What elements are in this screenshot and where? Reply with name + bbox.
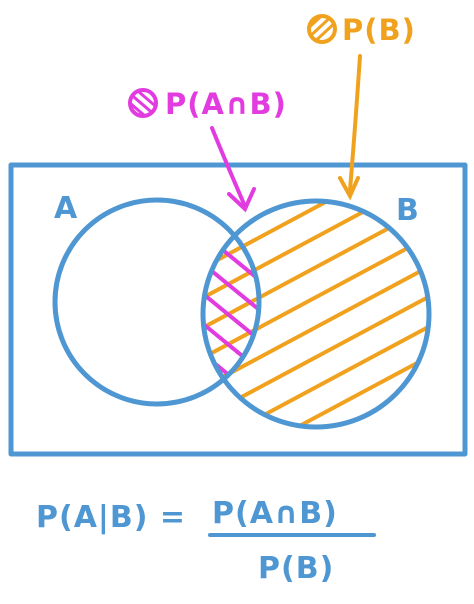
magenta-hatched-circle-icon [128,88,158,118]
p-b-arrow [338,54,362,201]
p-b-label: P(B) [342,13,416,47]
set-b-label: B [396,193,420,228]
set-a-label: A [54,191,78,226]
set-b-circle [200,198,432,430]
formula-lhs: P(A|B) = [36,500,186,535]
universe-rectangle [8,162,468,457]
orange-hatched-circle-icon [307,14,337,44]
p-a-and-b-arrow [210,126,256,213]
set-a-circle [52,197,262,407]
p-a-and-b-label: P(A∩B) [165,87,287,121]
p-a-and-b-hatching [203,201,259,404]
formula-denominator: P(B) [258,551,334,586]
formula-numerator: P(A∩B) [212,496,338,531]
